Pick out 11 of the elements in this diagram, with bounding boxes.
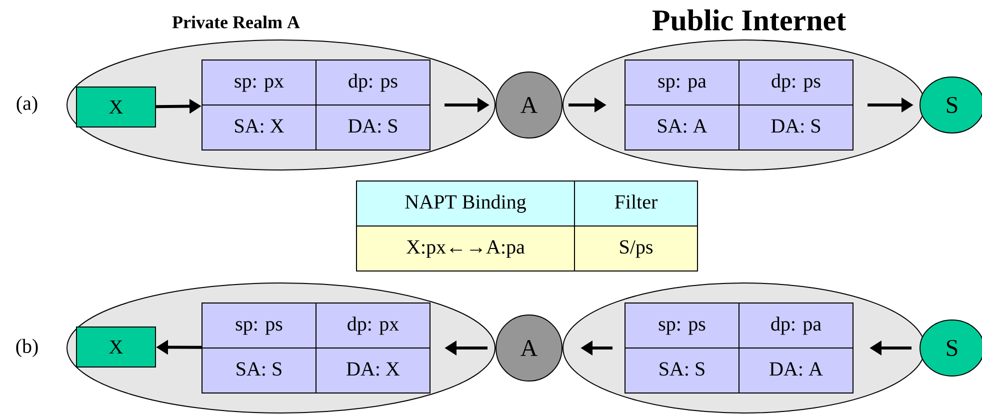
binding-table: NAPT Binding Filter X:px←→A:pa S/ps — [356, 180, 698, 272]
row-label: (a) — [16, 96, 38, 114]
region-heading: Public Internet — [652, 9, 846, 31]
packet-table: sp: pa dp: ps SA: A DA: S — [624, 60, 854, 150]
host-box: X — [76, 326, 156, 368]
packet-table: sp: ps dp: px SA: S DA: X — [202, 302, 430, 394]
packet-table: sp: ps dp: pa SA: S DA: A — [624, 302, 854, 394]
region-heading: Private Realm A — [172, 16, 300, 28]
packet-table: sp: px dp: ps SA: X DA: S — [202, 60, 430, 150]
host-box: X — [76, 86, 156, 128]
row-label: (b) — [16, 338, 38, 358]
